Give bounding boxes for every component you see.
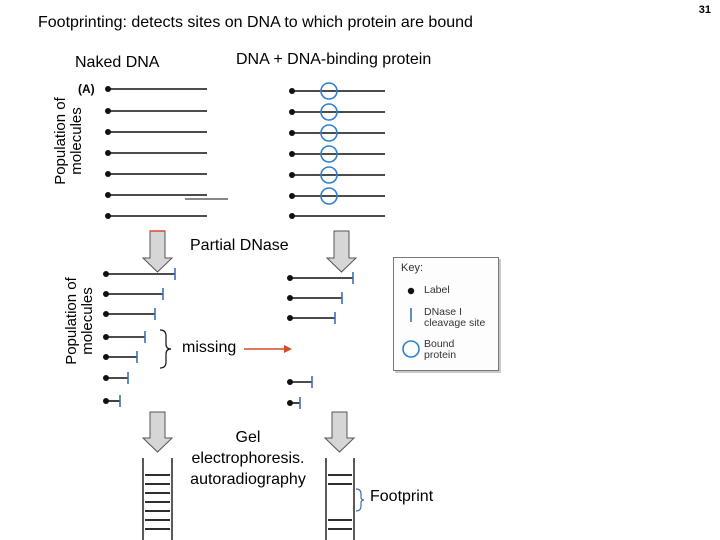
- naked-fragment-labels: [103, 271, 109, 404]
- gel-arrow-right: [323, 411, 356, 453]
- dot-icon: [103, 311, 109, 317]
- arrowhead-icon: [284, 345, 292, 353]
- gel-lane-naked: [142, 458, 173, 540]
- key-title: Key:: [401, 262, 424, 274]
- key-item-text: Label: [424, 284, 450, 296]
- bound-fragment-labels: [287, 275, 293, 406]
- bound-protein-icon: [320, 124, 338, 142]
- dot-icon: [105, 108, 111, 114]
- key-item-text: DNase I: [424, 306, 462, 318]
- key-item-text: Bound: [424, 338, 455, 350]
- gel-label-line1: Gel: [235, 429, 261, 446]
- dot-icon: [289, 193, 295, 199]
- key-legend: Key: Label DNase I cleavage site Bound p…: [393, 257, 499, 371]
- bound-protein-icon: [320, 187, 338, 205]
- dot-icon: [105, 213, 111, 219]
- dot-icon: [407, 287, 415, 295]
- key-item-bound: Bound protein: [424, 339, 456, 361]
- dot-icon: [287, 315, 293, 321]
- key-item-text: protein: [424, 349, 457, 361]
- dot-icon: [289, 88, 295, 94]
- key-item-cleavage: DNase I cleavage site: [424, 307, 485, 329]
- naked-dna-label: Naked DNA: [75, 54, 160, 71]
- gel-lane-bound: [325, 458, 355, 540]
- gel-label-line2: electrophoresis.: [191, 450, 305, 467]
- dot-icon: [103, 271, 109, 277]
- gel-electrophoresis-label: Gel electrophoresis. autoradiography: [180, 427, 316, 490]
- bound-protein-icon: [320, 145, 338, 163]
- dot-icon: [103, 375, 109, 381]
- down-arrow-right: [325, 230, 358, 273]
- circle-icon: [402, 340, 420, 358]
- naked-dna-labels: [105, 86, 111, 219]
- bound-proteins: [320, 82, 338, 205]
- dna-protein-label: DNA + DNA-binding protein: [236, 51, 432, 68]
- dot-icon: [105, 192, 111, 198]
- slide-title: Footprinting: detects sites on DNA to wh…: [38, 14, 473, 31]
- dot-icon: [289, 130, 295, 136]
- dot-icon: [287, 295, 293, 301]
- bound-protein-icon: [320, 82, 338, 100]
- dot-icon: [103, 398, 109, 404]
- footprint-brace: [355, 488, 365, 512]
- dot-icon: [287, 379, 293, 385]
- dot-icon: [103, 334, 109, 340]
- missing-label: missing: [182, 339, 237, 356]
- naked-dna-strands: [108, 88, 228, 217]
- dot-icon: [103, 354, 109, 360]
- footprint-label: Footprint: [370, 488, 434, 505]
- dot-icon: [105, 150, 111, 156]
- bound-protein-icon: [320, 103, 338, 121]
- bound-dna-labels: [289, 88, 295, 219]
- page-number: 31: [698, 4, 711, 16]
- bound-protein-icon: [320, 166, 338, 184]
- bound-dna-strands: [292, 90, 385, 217]
- bound-cleavage-ticks: [299, 272, 354, 409]
- key-item-label: Label: [424, 285, 450, 296]
- dot-icon: [287, 275, 293, 281]
- partial-dnase-label: Partial DNase: [190, 237, 289, 254]
- naked-cleavage-ticks: [119, 268, 176, 407]
- dot-icon: [105, 129, 111, 135]
- gel-arrow-left: [141, 411, 174, 453]
- dot-icon: [105, 86, 111, 92]
- key-symbols: [402, 287, 420, 358]
- dot-icon: [105, 171, 111, 177]
- gel-label-line3: autoradiography: [190, 471, 306, 488]
- dot-icon: [287, 400, 293, 406]
- panel-label: (A): [78, 82, 95, 96]
- key-item-text: cleavage site: [424, 317, 486, 329]
- dot-icon: [289, 172, 295, 178]
- dot-icon: [289, 151, 295, 157]
- missing-brace: [159, 329, 172, 369]
- naked-fragments: [106, 273, 175, 402]
- bound-fragments: [290, 277, 353, 404]
- dot-icon: [289, 109, 295, 115]
- dot-icon: [289, 213, 295, 219]
- dot-icon: [103, 291, 109, 297]
- down-arrow-left: [141, 230, 174, 273]
